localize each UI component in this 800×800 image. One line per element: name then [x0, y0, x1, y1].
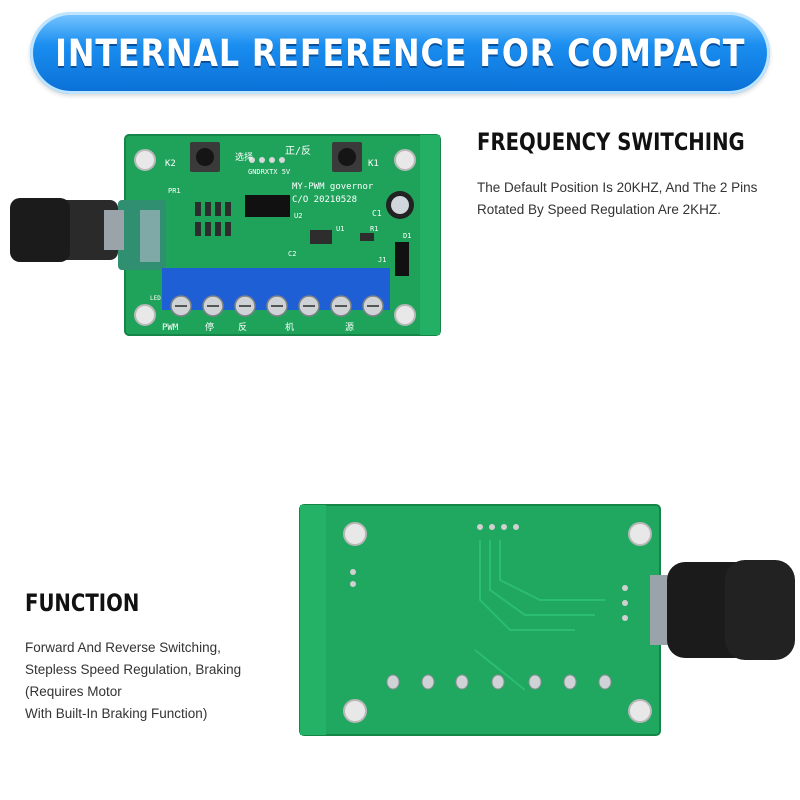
silk-u1: U1 [336, 225, 344, 233]
silk-terminal-4: 源 [345, 322, 354, 333]
silk-header-pins: GNDRXTX 5V [248, 168, 291, 176]
banner-title: INTERNAL REFERENCE FOR COMPACT [54, 31, 746, 75]
silk-terminal-1: 停 [205, 321, 214, 333]
silk-model: MY-PWM governor [292, 182, 374, 192]
silk-pr1: PR1 [168, 187, 181, 195]
function-line-4: With Built-In Braking Function) [25, 706, 208, 721]
silk-k1: K1 [368, 159, 379, 169]
silk-j1: J1 [378, 256, 386, 264]
silk-r1: R1 [370, 225, 378, 233]
function-line-3: (Requires Motor [25, 684, 122, 699]
silk-k2: K2 [165, 159, 176, 169]
function-line-2: Stepless Speed Regulation, Braking [25, 662, 242, 677]
pcb-back-drawing [299, 504, 795, 736]
silk-d1: D1 [403, 232, 411, 240]
frequency-heading: FREQUENCY SWITCHING [477, 128, 745, 156]
title-banner: INTERNAL REFERENCE FOR COMPACT [30, 12, 770, 94]
silk-terminal-0: PWM [162, 323, 179, 333]
silk-terminal-3: 机 [285, 321, 294, 333]
pcb-back-image [295, 500, 800, 745]
function-line-1: Forward And Reverse Switching, [25, 640, 221, 655]
silk-led: LED [150, 295, 161, 302]
pcb-front-image: K2 K1 PR1 GNDRXTX 5V 正/反 选择 MY-PWM gover… [0, 130, 445, 350]
pcb-front-drawing: K2 K1 PR1 GNDRXTX 5V 正/反 选择 MY-PWM gover… [10, 134, 441, 336]
silk-date: C/O 20210528 [292, 195, 357, 205]
silk-u2: U2 [294, 212, 302, 220]
silk-terminal-2: 反 [238, 322, 247, 333]
function-heading: FUNCTION [25, 589, 140, 617]
frequency-line-1: The Default Position Is 20KHZ, And The 2… [477, 180, 758, 195]
silk-c1: C1 [372, 209, 382, 218]
silk-cn-top1: 正/反 [285, 145, 311, 157]
silk-cn-top2: 选择 [235, 151, 253, 163]
silk-c2: C2 [288, 250, 296, 258]
frequency-description: The Default Position Is 20KHZ, And The 2… [477, 177, 777, 221]
function-description: Forward And Reverse Switching, Stepless … [25, 637, 285, 725]
frequency-line-2: Rotated By Speed Regulation Are 2KHZ. [477, 202, 721, 217]
